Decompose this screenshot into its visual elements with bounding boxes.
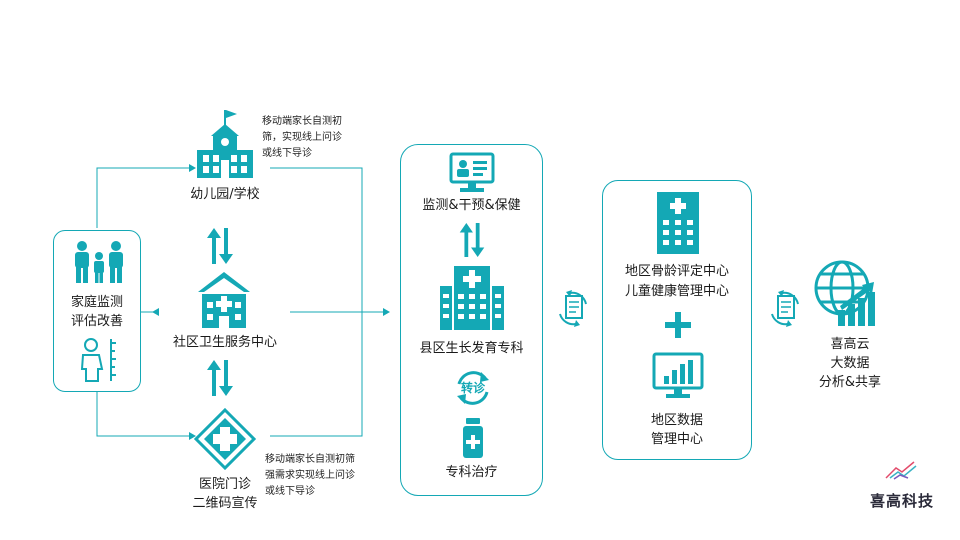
community-clinic-icon xyxy=(198,272,250,328)
kindergarten-note-line1: 移动端家长自测初 xyxy=(262,116,342,127)
family-label-line2: 评估改善 xyxy=(70,314,123,329)
arrow-to-kindergarten xyxy=(189,164,196,172)
report-exchange-icon-2 xyxy=(771,290,799,327)
transfer-cycle-icon xyxy=(457,371,489,405)
county-dept-label: 县区生长发育专科 xyxy=(419,341,524,356)
company-logo-mark xyxy=(885,461,917,480)
cloud-label-line1: 喜高云 xyxy=(830,337,870,352)
arrow-to-hospital xyxy=(189,432,196,440)
child-height-icon xyxy=(80,338,116,382)
family-label-line1: 家庭监测 xyxy=(70,295,123,310)
hospital-label-line2: 二维码宣传 xyxy=(192,496,258,511)
globe-chart-icon xyxy=(814,260,875,326)
data-center-label-line1: 地区数据 xyxy=(650,413,703,428)
report-exchange-icon-1 xyxy=(559,290,587,327)
regional-label-line1: 地区骨龄评定中心 xyxy=(624,264,729,279)
hospital-note-line1: 移动端家长自测初筛 xyxy=(265,454,355,465)
hospital-note-line3: 或线下导诊 xyxy=(265,486,315,497)
regional-hospital-icon xyxy=(657,192,699,254)
connector-kindergarten-county xyxy=(270,167,363,312)
company-logo-text: 喜高科技 xyxy=(869,492,934,510)
specialty-hospital-icon xyxy=(440,266,504,330)
exchange-arrows-icon-upper xyxy=(207,228,233,264)
hospital-label-line1: 医院门诊 xyxy=(198,477,251,492)
regional-box xyxy=(602,180,752,460)
school-icon xyxy=(197,110,253,178)
connector-hospital-county xyxy=(270,312,363,437)
kindergarten-note-line2: 筛，实现线上问诊 xyxy=(262,132,342,143)
county-monitor-label: 监测&干预&保健 xyxy=(422,198,521,213)
county-box xyxy=(400,144,543,496)
connector-family-hospital xyxy=(96,392,190,437)
data-center-label-line2: 管理中心 xyxy=(650,432,703,447)
arrow-to-county xyxy=(383,308,390,316)
exchange-arrows-icon-county xyxy=(459,223,485,257)
family-box xyxy=(53,230,141,392)
kindergarten-label: 幼儿园/学校 xyxy=(190,187,260,202)
hospital-cross-icon xyxy=(194,408,256,470)
regional-label-line2: 儿童健康管理中心 xyxy=(624,284,729,299)
monitor-profile-icon xyxy=(449,152,495,192)
community-label: 社区卫生服务中心 xyxy=(172,335,277,350)
exchange-arrows-icon-lower xyxy=(207,360,233,396)
arrow-to-family xyxy=(152,308,159,316)
medicine-bottle-icon xyxy=(463,418,483,458)
plus-icon xyxy=(665,312,691,338)
data-monitor-icon xyxy=(652,352,704,398)
transfer-text: 转诊 xyxy=(460,381,485,395)
hospital-note-line2: 强需求实现线上问诊 xyxy=(265,470,355,481)
kindergarten-note-line3: 或线下导诊 xyxy=(262,148,312,159)
family-icon xyxy=(75,241,123,283)
cloud-label-line2: 大数据 xyxy=(830,356,870,371)
connector-family-kindergarten xyxy=(96,167,190,228)
cloud-label-line3: 分析&共享 xyxy=(818,375,882,390)
county-treatment-label: 专科治疗 xyxy=(445,465,498,480)
